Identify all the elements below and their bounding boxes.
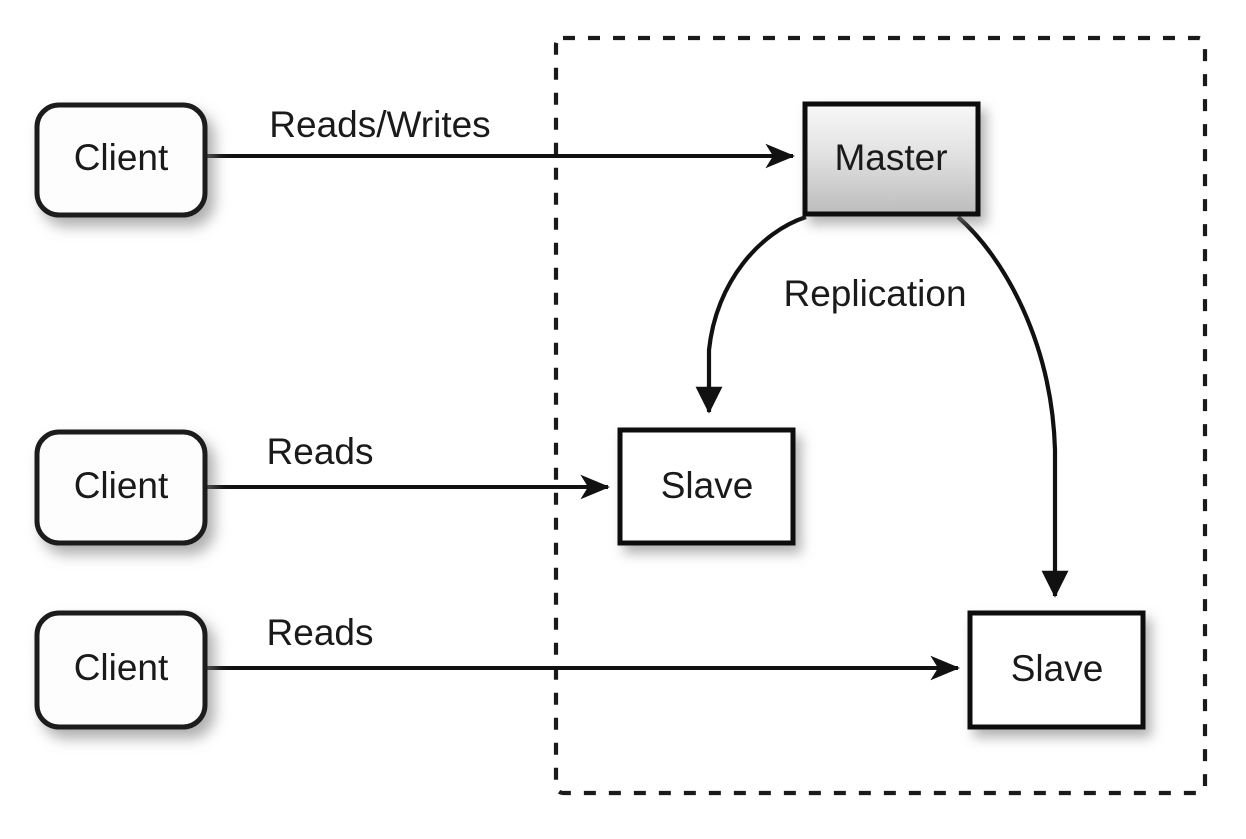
slave-lower-box[interactable] (967, 610, 1146, 730)
slave-lower-label: Slave (1011, 648, 1104, 689)
node-client-top[interactable]: Client (34, 102, 208, 218)
node-slave-upper[interactable]: Slave (617, 427, 796, 546)
client-middle-label: Client (74, 465, 169, 506)
edge-master-slave-lower (956, 215, 1069, 598)
master-label: Master (834, 137, 947, 178)
edge-label-reads-lower: Reads (267, 612, 374, 653)
client-top-label: Client (74, 137, 169, 178)
client-middle-box[interactable] (34, 429, 208, 546)
slave-upper-box[interactable] (617, 427, 796, 546)
slave-upper-label: Slave (661, 465, 754, 506)
client-top-box[interactable] (34, 102, 208, 218)
node-client-middle[interactable]: Client (34, 429, 208, 546)
edge-label-reads-writes: Reads/Writes (269, 104, 490, 145)
node-client-bottom[interactable]: Client (34, 610, 208, 730)
node-slave-lower[interactable]: Slave (967, 610, 1146, 730)
client-bottom-box[interactable] (34, 610, 208, 730)
master-box[interactable] (802, 101, 981, 217)
edge-label-replication: Replication (783, 273, 966, 314)
client-bottom-label: Client (74, 647, 169, 688)
node-master[interactable]: Master (802, 101, 981, 217)
edge-master-slave-upper (695, 215, 807, 414)
edge-label-reads-upper: Reads (267, 431, 374, 472)
